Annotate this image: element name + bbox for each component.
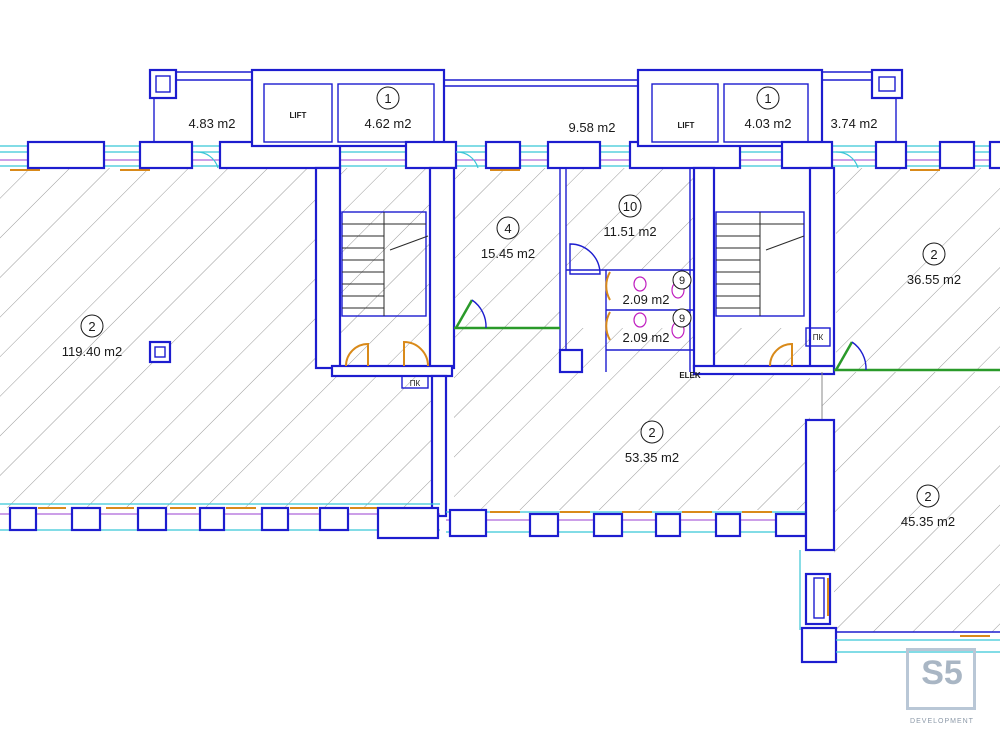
room-4-area: 15.45 m2	[481, 246, 535, 261]
company-logo: S5 DEVELOPMENT	[904, 646, 980, 730]
room-right-top-number: 2	[930, 247, 937, 262]
room-balcony-right-area: 3.74 m2	[831, 116, 878, 131]
room-center-area: 53.35 m2	[625, 450, 679, 465]
room-lift-right-number: 1	[764, 91, 771, 106]
room-10-number: 10	[623, 199, 637, 214]
floor-room-big-left	[0, 168, 432, 508]
room-balcony-left-area: 4.83 m2	[189, 116, 236, 131]
room-lift-left-label: 1 4.62 m2	[365, 86, 412, 131]
room-wc-1-number-badge	[672, 270, 692, 290]
floor-room-center	[454, 328, 810, 510]
room-lift-left-number: 1	[384, 91, 391, 106]
top-annex	[148, 68, 904, 148]
room-right-bottom-area: 45.35 m2	[901, 514, 955, 529]
room-center-number-badge	[640, 420, 664, 444]
room-corridor-top-area: 9.58 m2	[569, 120, 616, 135]
room-right-top-label: 2 36.55 m2	[907, 242, 961, 287]
pk-right-label: ПК	[813, 333, 824, 342]
room-right-bottom-number: 2	[924, 489, 931, 504]
room-lift-right-number-badge	[756, 86, 780, 110]
room-center-number: 2	[648, 425, 655, 440]
room-lift-right-area: 4.03 m2	[745, 116, 792, 131]
wc-core	[558, 167, 694, 374]
room-wc-1-label: 9 2.09 m2	[623, 270, 692, 307]
room-big-left-label: 2 119.40 m2	[62, 314, 122, 359]
room-balcony-left-label: 4.83 m2	[189, 116, 236, 131]
room-right-bottom-label: 2 45.35 m2	[901, 484, 955, 529]
room-right-top-number-badge	[922, 242, 946, 266]
room-wc-2-number: 9	[679, 313, 685, 325]
hatched-floors	[0, 168, 1000, 632]
room-10-number-badge	[618, 194, 642, 218]
room-corridor-top-label: 9.58 m2	[569, 120, 616, 135]
room-wc-1-number: 9	[679, 275, 685, 287]
room-lift-left-area: 4.62 m2	[365, 116, 412, 131]
room-4-number-badge	[496, 216, 520, 240]
floor-room-right-top	[836, 168, 1000, 370]
room-4-number: 4	[504, 221, 511, 236]
right-wing	[799, 418, 1000, 664]
room-10-label: 10 11.51 m2	[603, 194, 657, 239]
lift-left-label: LIFT	[290, 111, 307, 120]
stair-left	[314, 140, 458, 518]
room-wc-2-number-badge	[672, 308, 692, 328]
room-big-left-number: 2	[88, 319, 95, 334]
logo-text: DEVELOPMENT	[910, 718, 974, 725]
room-center-label: 2 53.35 m2	[625, 420, 679, 465]
room-labels: 2 119.40 m2 1 4.62 m2 4.83 m2 9.58 m2 4 15.45 m…	[62, 86, 961, 529]
room-wc-1-area: 2.09 m2	[623, 292, 670, 307]
room-big-left-number-badge	[80, 314, 104, 338]
room-right-bottom-number-badge	[916, 484, 940, 508]
floor-room-10	[566, 168, 694, 270]
logo-mark: S5	[921, 654, 963, 692]
room-balcony-right-label: 3.74 m2	[831, 116, 878, 131]
room-lift-right-label: 1 4.03 m2	[745, 86, 792, 131]
room-wc-2-area: 2.09 m2	[623, 330, 670, 345]
room-big-left-area: 119.40 m2	[62, 344, 122, 359]
pk-left-label: ПК	[410, 379, 421, 388]
room-4-label: 4 15.45 m2	[481, 216, 535, 261]
elek-label: ELEK	[679, 371, 701, 380]
stair-right	[692, 140, 836, 376]
partitions	[195, 151, 1000, 420]
room-right-top-area: 36.55 m2	[907, 272, 961, 287]
lift-right-label: LIFT	[678, 121, 695, 130]
logo-mark-box	[906, 648, 976, 710]
room-10-area: 11.51 m2	[603, 224, 656, 239]
floor-room-right-bottom	[822, 372, 1000, 632]
shaft-icon	[148, 340, 172, 364]
bottom-facade	[0, 503, 834, 540]
room-wc-2-label: 9 2.09 m2	[623, 308, 692, 345]
room-lift-left-number-badge	[376, 86, 400, 110]
